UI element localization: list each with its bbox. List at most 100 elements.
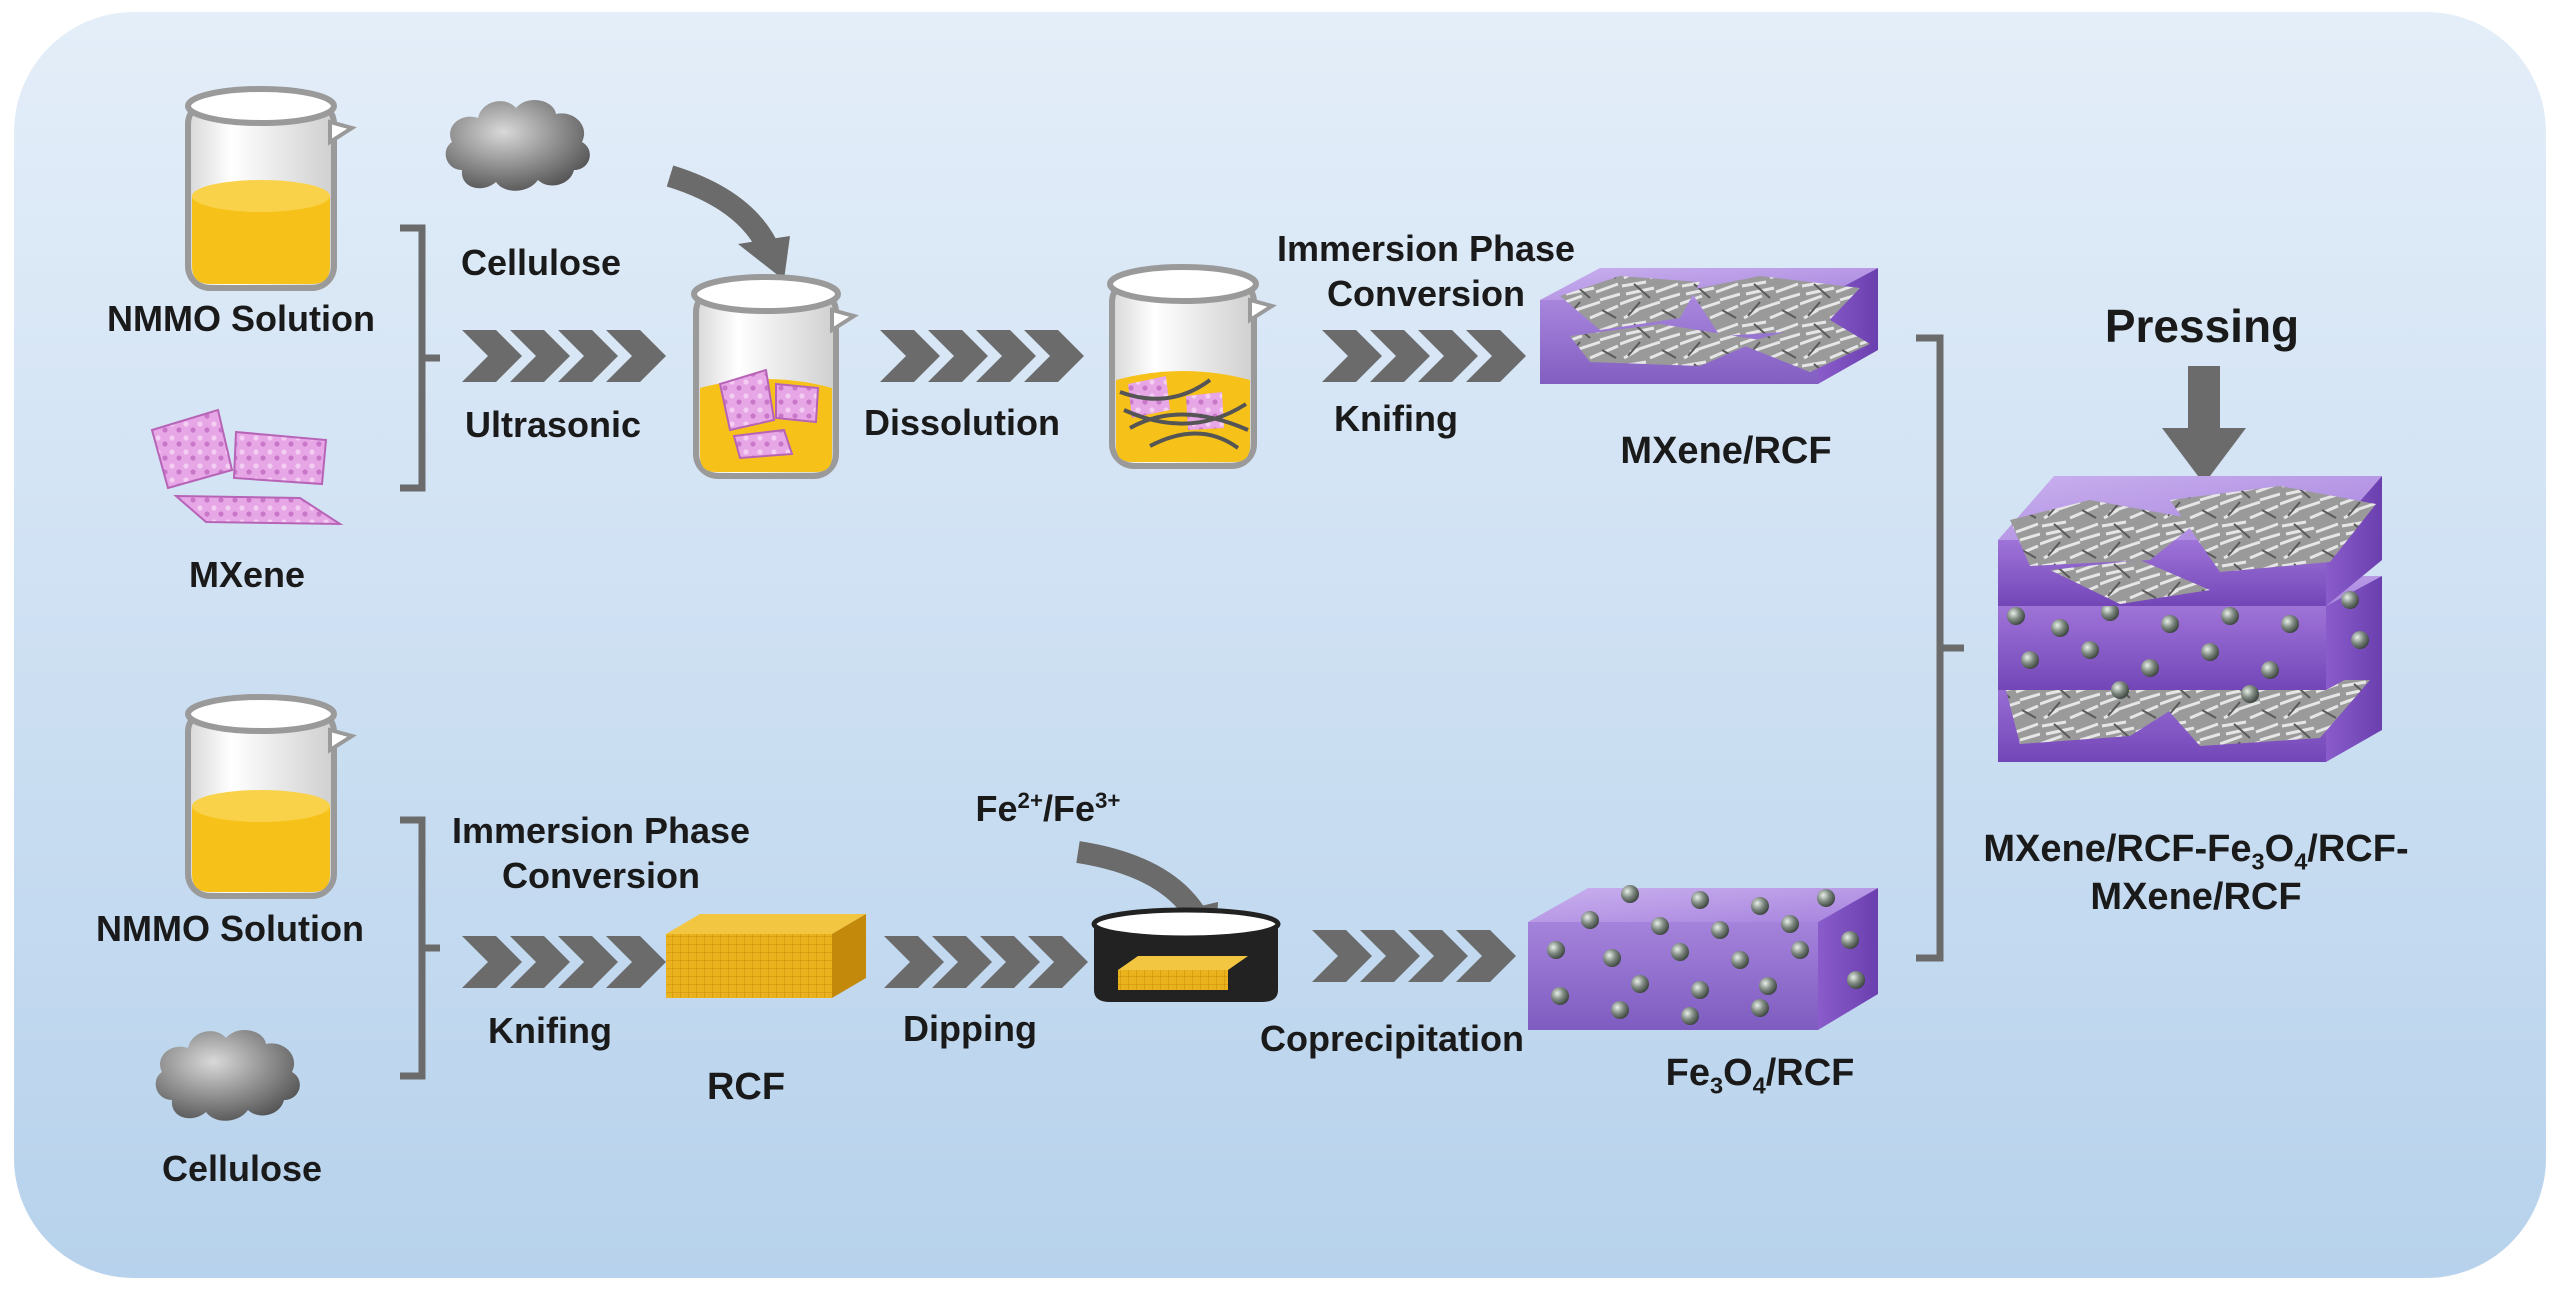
chevron-arrow-coprecipitation-icon <box>1312 930 1516 982</box>
fe3o4-particle <box>2261 661 2279 679</box>
fe3o4-particle <box>2021 651 2039 669</box>
fe3o4-rcf-sub3: 3 <box>1709 1072 1724 1099</box>
fe3o4-particle <box>2111 681 2129 699</box>
chevron-arrow-knifing-top-icon <box>1322 330 1526 382</box>
fe3o4-particle <box>1751 897 1769 915</box>
cellulose-cloud-top-icon <box>445 100 590 191</box>
immersion-phase-bottom-label: Immersion Phase Conversion <box>452 808 750 898</box>
fe3o4-particle <box>1547 941 1565 959</box>
chevron-arrow-ultrasonic-icon <box>462 330 666 382</box>
fe3o4-particle <box>1681 1007 1699 1025</box>
dipping-label: Dipping <box>903 1008 1037 1049</box>
final-line1-o: O <box>2264 828 2295 870</box>
fe3o4-particle <box>1551 987 1569 1005</box>
final-composite-stack-icon <box>1998 476 2382 762</box>
pressing-label: Pressing <box>2104 300 2300 352</box>
fe3o4-particle <box>1841 931 1859 949</box>
ultrasonic-label: Ultrasonic <box>464 404 642 445</box>
final-line1-a: MXene/RCF-Fe <box>1983 828 2252 870</box>
fe3o4-particle <box>1817 889 1835 907</box>
fe3o4-particle <box>1671 943 1689 961</box>
chevron-arrow-knifing-bottom-icon <box>462 936 666 988</box>
fe3o4-particle <box>1731 951 1749 969</box>
fe3o4-particle <box>2051 619 2069 637</box>
merge-bracket-top-left <box>400 224 440 492</box>
final-line1-b: /RCF- <box>2307 828 2409 870</box>
knifing-bottom-label: Knifing <box>488 1010 612 1051</box>
mxene-cellulose-solution-beaker-icon <box>1107 264 1277 469</box>
nmmo-solution-top-label: NMMO Solution <box>107 298 375 339</box>
fe3o4-particle <box>2201 643 2219 661</box>
fe3o4-particle <box>2341 591 2359 609</box>
fe3o4-particle <box>1759 977 1777 995</box>
iron-ions-label: Fe2+/Fe3+ <box>976 786 1121 831</box>
fe3o4-particle <box>1621 885 1639 903</box>
fe3o4-particle <box>2141 659 2159 677</box>
fe3o4-particle <box>2161 615 2179 633</box>
fe3o4-rcf-rest: /RCF <box>1765 1052 1855 1094</box>
fe3o4-particle <box>1847 971 1865 989</box>
cellulose-top-label: Cellulose <box>460 242 622 283</box>
dissolution-label: Dissolution <box>864 402 1060 443</box>
fe3o4-rcf-sub4: 4 <box>1752 1072 1766 1099</box>
fe3o4-particle <box>1603 949 1621 967</box>
fe3o4-particle <box>2241 685 2259 703</box>
iron-ions-sup2: 3+ <box>1095 788 1121 813</box>
curved-arrow-cellulose-icon <box>666 165 790 280</box>
fe3o4-rcf-fe: Fe <box>1665 1052 1710 1094</box>
fe3o4-particle <box>2221 607 2239 625</box>
iron-ions-slash-fe: /Fe <box>1043 788 1096 829</box>
rcf-slab-icon <box>666 914 866 998</box>
fe3o4-particle <box>2351 631 2369 649</box>
fe3o4-particle <box>1791 941 1809 959</box>
chevron-arrow-dissolution-icon <box>880 330 1084 382</box>
immersion-phase-top-line1: Immersion Phase <box>1276 228 1576 269</box>
iron-ions-sup1: 2+ <box>1017 788 1043 813</box>
fe3o4-particle <box>1581 911 1599 929</box>
immersion-phase-bottom-line2: Conversion <box>501 855 701 896</box>
fe3o4-particle <box>1631 975 1649 993</box>
petri-dish-icon <box>1091 907 1281 1002</box>
fe3o4-particle <box>1781 915 1799 933</box>
fe3o4-particle <box>2007 607 2025 625</box>
fe3o4-particle <box>1711 921 1729 939</box>
fe3o4-particle <box>2281 615 2299 633</box>
fe3o4-rcf-label: Fe3O4/RCF <box>1666 1050 1855 1098</box>
final-line1-sub3: 3 <box>2251 848 2265 875</box>
mxene-flakes-icon <box>150 408 344 526</box>
final-composite-label: MXene/RCF-Fe3O4/RCF- MXene/RCF <box>1983 826 2408 921</box>
fe3o4-particle <box>2101 603 2119 621</box>
merge-bracket-right <box>1916 334 1964 962</box>
fe3o4-rcf-film-icon <box>1528 885 1878 1030</box>
immersion-phase-top-label: Immersion Phase Conversion <box>1277 226 1575 316</box>
fe3o4-particle <box>1611 1001 1629 1019</box>
fe3o4-particle <box>2081 641 2099 659</box>
coprecipitation-label: Coprecipitation <box>1259 1018 1525 1059</box>
chevron-arrow-dipping-icon <box>884 936 1088 988</box>
fe3o4-particle <box>1651 917 1669 935</box>
immersion-phase-bottom-line1: Immersion Phase <box>451 810 751 851</box>
final-line1-sub4: 4 <box>2294 848 2308 875</box>
nmmo-solution-bottom-label: NMMO Solution <box>96 908 364 949</box>
mxene-dispersion-beaker-icon <box>691 274 859 479</box>
knifing-top-label: Knifing <box>1334 398 1458 439</box>
final-composite-line2: MXene/RCF <box>2090 875 2302 918</box>
mxene-rcf-film-icon <box>1540 268 1878 384</box>
fe3o4-particle <box>1691 981 1709 999</box>
merge-bracket-bottom-left <box>400 816 440 1080</box>
iron-ions-fe: Fe <box>975 788 1018 829</box>
mxene-label: MXene <box>188 554 306 595</box>
nmmo-beaker-bottom-icon <box>185 694 357 899</box>
rcf-label: RCF <box>706 1066 786 1108</box>
cellulose-bottom-label: Cellulose <box>161 1148 323 1189</box>
fe3o4-particle <box>1751 999 1769 1017</box>
cellulose-cloud-bottom-icon <box>155 1030 300 1121</box>
nmmo-beaker-top-icon <box>185 86 357 291</box>
mxene-rcf-label: MXene/RCF <box>1620 430 1832 472</box>
pressing-arrow-icon <box>2162 366 2246 484</box>
fe3o4-particle <box>1691 891 1709 909</box>
immersion-phase-top-line2: Conversion <box>1326 273 1526 314</box>
fe3o4-rcf-o: O <box>1723 1052 1753 1094</box>
final-composite-line1: MXene/RCF-Fe3O4/RCF- <box>1983 826 2408 874</box>
